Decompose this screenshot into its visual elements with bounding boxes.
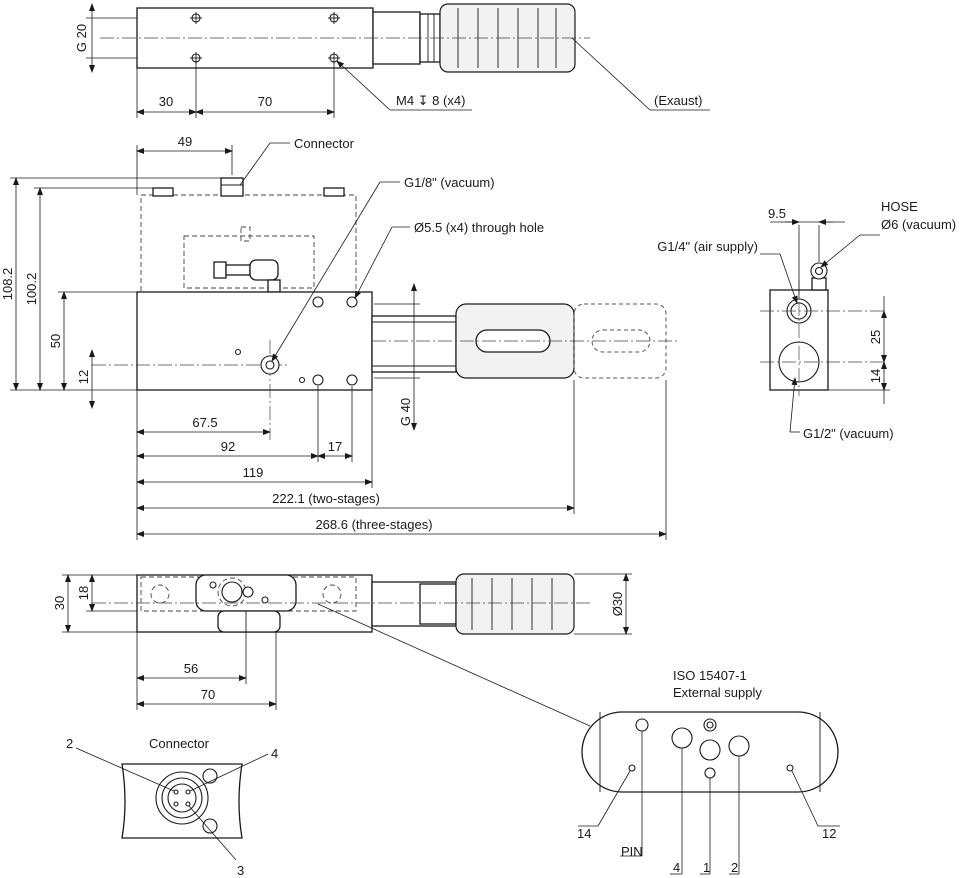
dim-92: 92 [221, 439, 235, 454]
pin-4 [185, 789, 191, 795]
port-label-4: 4 [673, 860, 680, 875]
pin-label-2: 2 [66, 736, 73, 751]
dim-67-5: 67.5 [192, 415, 217, 430]
port-label-2: 2 [731, 860, 738, 875]
pin-label: PIN [621, 844, 643, 859]
dim-70-bottom: 70 [201, 687, 215, 702]
dim-119: 119 [243, 465, 264, 480]
pin-1 [173, 801, 179, 807]
bottom-view: 30 18 Ø30 56 70 [52, 573, 632, 727]
dim-9-5: 9.5 [768, 206, 786, 221]
connector-label: Connector [294, 136, 355, 151]
dim-268-6: 268.6 (three-stages) [315, 517, 432, 532]
air-supply-label: G1/4" (air supply) [657, 239, 758, 254]
dim-108-2: 108.2 [0, 268, 15, 301]
connector-plug [220, 177, 244, 197]
hose-label-1: HOSE [881, 199, 918, 214]
front-view: G1/8" (vacuum) Ø5.5 (x4) through hole Co… [0, 134, 680, 540]
pin-label-3: 3 [237, 863, 244, 878]
dim-30: 30 [159, 94, 173, 109]
dim-70: 70 [258, 94, 272, 109]
pin-label-4: 4 [271, 746, 278, 761]
dim-100-2: 100.2 [24, 273, 39, 306]
dim-12: 12 [76, 370, 91, 384]
exhaust-label: (Exaust) [654, 93, 702, 108]
ejector-body [136, 291, 373, 391]
dim-25: 25 [868, 330, 883, 344]
dim-56: 56 [184, 661, 198, 676]
dim-50: 50 [48, 334, 63, 348]
through-hole-label: Ø5.5 (x4) through hole [414, 220, 544, 235]
vacuum-port-label: G1/8" (vacuum) [404, 175, 495, 190]
pin-3 [185, 801, 191, 807]
thread-callout: M4 ↧ 8 (x4) [396, 93, 465, 108]
port-label-1: 1 [703, 860, 710, 875]
dim-17: 17 [328, 439, 342, 454]
vacuum-half-label: G1/2" (vacuum) [803, 426, 894, 441]
dim-30-bottom: 30 [52, 596, 67, 610]
top-view: G 20 30 70 M4 ↧ 8 (x4) (Exaust) [74, 3, 710, 118]
connector-detail: Connector 2 4 3 [66, 736, 278, 878]
iso-detail: ISO 15407-1 External supply 14 PIN 4 1 2… [577, 668, 840, 875]
port-label-14: 14 [577, 826, 591, 841]
dim-49: 49 [178, 134, 192, 149]
dim-18: 18 [76, 586, 91, 600]
dim-g40: G 40 [398, 398, 413, 426]
dim-14: 14 [868, 369, 883, 383]
bottom-silencer [455, 573, 575, 635]
hose-label-2: Ø6 (vacuum) [881, 217, 956, 232]
dim-g20: G 20 [74, 24, 89, 52]
dim-d30: Ø30 [610, 592, 625, 617]
pin-2 [173, 789, 179, 795]
connector-detail-title: Connector [149, 736, 210, 751]
side-view: 9.5 HOSE Ø6 (vacuum) G1/4" (air supply) … [657, 199, 956, 441]
iso-subtitle: External supply [673, 685, 762, 700]
port-label-12: 12 [822, 826, 836, 841]
iso-title: ISO 15407-1 [673, 668, 747, 683]
dim-222-1: 222.1 (two-stages) [272, 491, 380, 506]
